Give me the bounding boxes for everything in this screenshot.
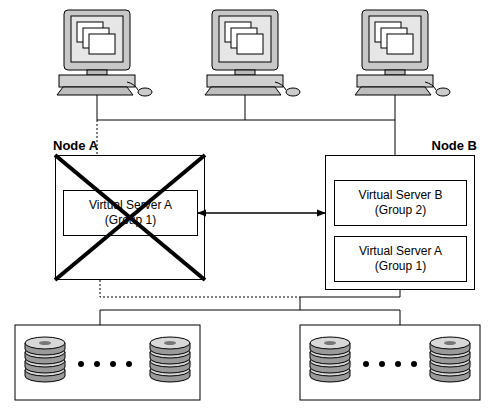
workstation bbox=[355, 10, 450, 96]
disk-top bbox=[310, 337, 350, 349]
disk-hub bbox=[324, 341, 336, 345]
network-wire bbox=[395, 95, 396, 155]
node-heading: Node B bbox=[432, 138, 478, 153]
monitor bbox=[212, 10, 278, 70]
ellipsis-dot bbox=[78, 361, 84, 367]
system-unit bbox=[207, 75, 283, 87]
monitor-stand bbox=[235, 70, 255, 75]
keyboard bbox=[57, 87, 133, 95]
disk-top bbox=[150, 337, 190, 349]
screen bbox=[71, 16, 123, 62]
server-label: Virtual Server A (Group 1) bbox=[64, 191, 197, 235]
mouse bbox=[286, 88, 300, 96]
node-heading: Node A bbox=[53, 138, 98, 153]
ellipsis-dot bbox=[94, 361, 100, 367]
keyboard bbox=[205, 87, 281, 95]
virtual-server-box: Virtual Server A (Group 1) bbox=[334, 236, 467, 282]
workstation bbox=[205, 10, 300, 96]
window bbox=[89, 34, 115, 54]
monitor-stand bbox=[87, 70, 107, 75]
mouse-cable bbox=[425, 82, 436, 90]
network-wire bbox=[100, 310, 400, 311]
mouse bbox=[138, 88, 152, 96]
cross-line bbox=[55, 155, 205, 280]
network-wire bbox=[400, 310, 401, 325]
ellipsis-dot bbox=[110, 361, 116, 367]
disk-stack bbox=[25, 337, 65, 382]
network-wire bbox=[300, 290, 400, 297]
server-node: Node BVirtual Server B (Group 2)Virtual … bbox=[325, 155, 475, 290]
disk-hub bbox=[39, 341, 51, 345]
server-label: Virtual Server A (Group 1) bbox=[335, 237, 466, 281]
dotted-wire bbox=[100, 280, 300, 297]
keyboard bbox=[355, 87, 431, 95]
monitor bbox=[64, 10, 130, 70]
network-wire bbox=[300, 297, 301, 310]
system-unit bbox=[59, 75, 135, 87]
disk-top bbox=[430, 337, 470, 349]
server-label: Virtual Server B (Group 2) bbox=[335, 181, 466, 225]
mouse bbox=[436, 88, 450, 96]
storage-array bbox=[300, 325, 480, 400]
failover-arrow bbox=[198, 212, 325, 213]
network-wire bbox=[97, 120, 395, 121]
window bbox=[387, 34, 413, 54]
server-node: Node AVirtual Server A (Group 1) bbox=[55, 155, 205, 280]
network-wire bbox=[97, 95, 98, 120]
monitor-stand bbox=[385, 70, 405, 75]
screen bbox=[369, 16, 421, 62]
ellipsis-dot bbox=[395, 361, 401, 367]
monitor bbox=[362, 10, 428, 70]
mouse-cable bbox=[275, 82, 286, 90]
system-unit bbox=[357, 75, 433, 87]
ellipsis-dot bbox=[411, 361, 417, 367]
disk-stack bbox=[310, 337, 350, 382]
disk-top bbox=[25, 337, 65, 349]
storage-array bbox=[15, 325, 200, 400]
ellipsis-dot bbox=[363, 361, 369, 367]
mouse-cable bbox=[127, 82, 138, 90]
disk-stack bbox=[150, 337, 190, 382]
workstation bbox=[57, 10, 152, 96]
virtual-server-box: Virtual Server B (Group 2) bbox=[334, 180, 467, 226]
window bbox=[237, 34, 263, 54]
network-wire bbox=[245, 95, 246, 120]
disk-hub bbox=[164, 341, 176, 345]
disk-stack bbox=[430, 337, 470, 382]
virtual-server-box: Virtual Server A (Group 1) bbox=[63, 190, 198, 236]
screen bbox=[219, 16, 271, 62]
network-wire bbox=[100, 310, 101, 325]
ellipsis-dot bbox=[379, 361, 385, 367]
cross-line bbox=[55, 155, 205, 280]
ellipsis-dot bbox=[126, 361, 132, 367]
disk-hub bbox=[444, 341, 456, 345]
